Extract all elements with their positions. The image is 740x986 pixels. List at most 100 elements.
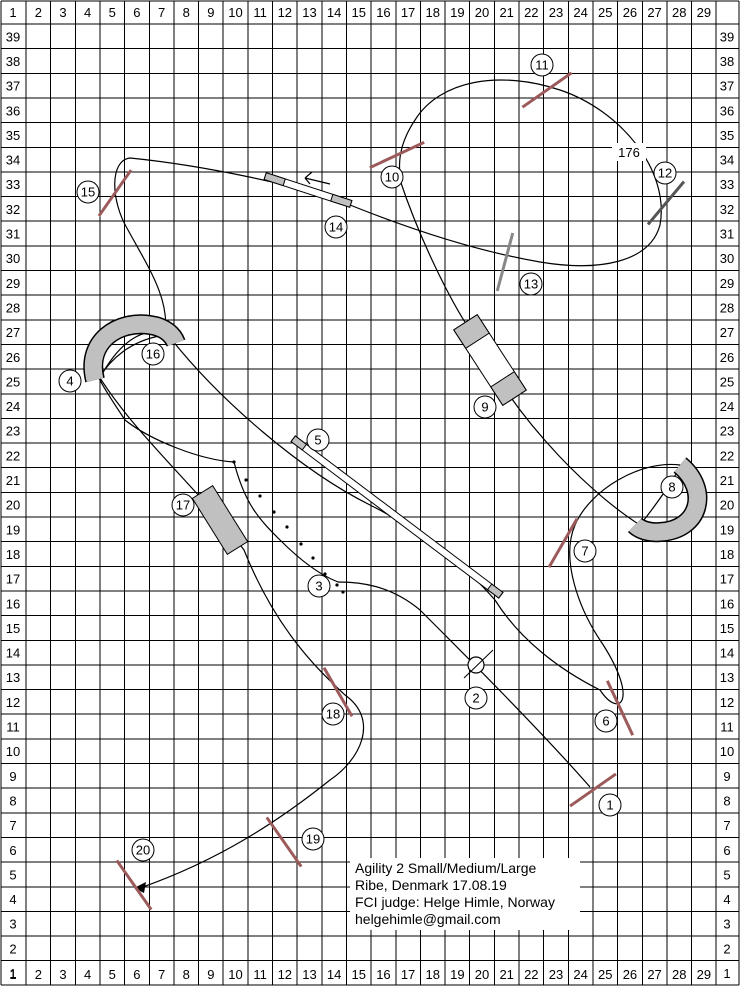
row-label-left: 29 [6,276,20,291]
column-label-bottom: 10 [228,967,242,982]
column-label-top: 11 [253,5,267,20]
jump-7 [547,518,579,568]
column-label-top: 14 [327,5,341,20]
column-label-top: 21 [499,5,513,20]
row-label-right: 32 [720,202,734,217]
obstacle-number-circle [653,161,677,185]
obstacle-number: 19 [306,832,320,847]
jump-6 [605,680,635,736]
column-label-top: 13 [302,5,316,20]
column-label-top: 29 [697,5,711,20]
row-label-left: 7 [9,818,16,833]
jump-12 [646,180,686,226]
row-labels-right: 3938373635343332313029282726252423222120… [720,29,734,981]
column-label-bottom: 1 [9,967,16,982]
column-label-top: 20 [475,5,489,20]
row-label-right: 13 [720,670,734,685]
row-label-left: 10 [6,744,20,759]
row-label-left: 20 [6,498,20,513]
row-label-right: 35 [720,128,734,143]
column-label-bottom: 15 [352,967,366,982]
obstacle-number: 13 [524,277,538,292]
jump-18 [322,667,354,717]
column-label-bottom: 7 [158,967,165,982]
row-label-left: 9 [9,769,16,784]
info-box [350,858,580,930]
column-label-top: 16 [376,5,390,20]
obstacle-number-circle [58,369,82,393]
column-label-top: 8 [183,5,190,20]
column-label-top: 17 [401,5,415,20]
obstacle-number-circle [464,686,488,710]
obstacle-number-circle [530,53,554,77]
column-label-bottom: 22 [524,967,538,982]
row-label-left: 26 [6,350,20,365]
row-label-left: 18 [6,547,20,562]
obstacle-number: 12 [658,166,672,181]
column-label-bottom: 17 [401,967,415,982]
jump-20 [115,859,153,911]
obstacle-number-circle [131,838,155,862]
obstacle-number-circle [76,180,100,204]
column-label-top: 24 [573,5,587,20]
path-length-label: 176 [618,145,640,160]
column-label-bottom: 21 [499,967,513,982]
info-line-1: Agility 2 Small/Medium/Large [355,860,537,876]
weave-poles-3 [232,460,345,594]
row-label-left: 19 [6,522,20,537]
jump-13 [495,232,515,292]
row-label-right: 7 [723,818,730,833]
row-label-left: 24 [6,399,20,414]
row-label-left: 39 [6,29,20,44]
row-label-right: 19 [720,522,734,537]
row-label-right: 38 [720,54,734,69]
row-label-right: 28 [720,300,734,315]
obstacle-number: 10 [385,170,399,185]
jump-11 [521,71,573,109]
obstacle-number: 3 [315,579,322,594]
column-label-bottom: 18 [425,967,439,982]
column-label-bottom: 4 [84,967,91,982]
row-label-left: 14 [6,646,20,661]
row-label-left: 30 [6,251,20,266]
obstacle-number-circle [301,827,325,851]
obstacle-number-circle [321,702,345,726]
column-label-bottom: 23 [549,967,563,982]
column-label-bottom: 27 [647,967,661,982]
column-label-top: 18 [425,5,439,20]
path-length-bg [612,143,646,161]
column-label-top: 4 [84,5,91,20]
obstacle-number-circle [473,395,497,419]
info-line-2: Ribe, Denmark 17.08.19 [355,877,507,893]
row-label-right: 8 [723,793,730,808]
obstacle-number: 8 [668,480,675,495]
column-label-top: 26 [623,5,637,20]
row-label-right: 9 [723,769,730,784]
row-label-right: 34 [720,153,734,168]
tunnel-17 [191,484,249,556]
row-label-right: 24 [720,399,734,414]
obstacle-number: 7 [581,544,588,559]
obstacle-number: 9 [481,400,488,415]
row-label-left: 32 [6,202,20,217]
row-label-right: 22 [720,448,734,463]
row-label-left: 37 [6,79,20,94]
column-label-top: 28 [672,5,686,20]
row-label-left: 5 [9,867,16,882]
row-label-right: 15 [720,621,734,636]
obstacle-number-circle [307,574,331,598]
row-labels-left: 3938373635343332313029282726252423222120… [6,29,20,981]
path-arrow-head [134,882,146,893]
obstacle-number-circle [306,428,330,452]
row-label-right: 23 [720,424,734,439]
seesaw-14 [263,172,353,208]
column-label-bottom: 29 [697,967,711,982]
obstacle-number-circle [660,475,684,499]
column-label-top: 19 [450,5,464,20]
row-label-left: 35 [6,128,20,143]
row-label-right: 27 [720,325,734,340]
column-label-bottom: 9 [207,967,214,982]
